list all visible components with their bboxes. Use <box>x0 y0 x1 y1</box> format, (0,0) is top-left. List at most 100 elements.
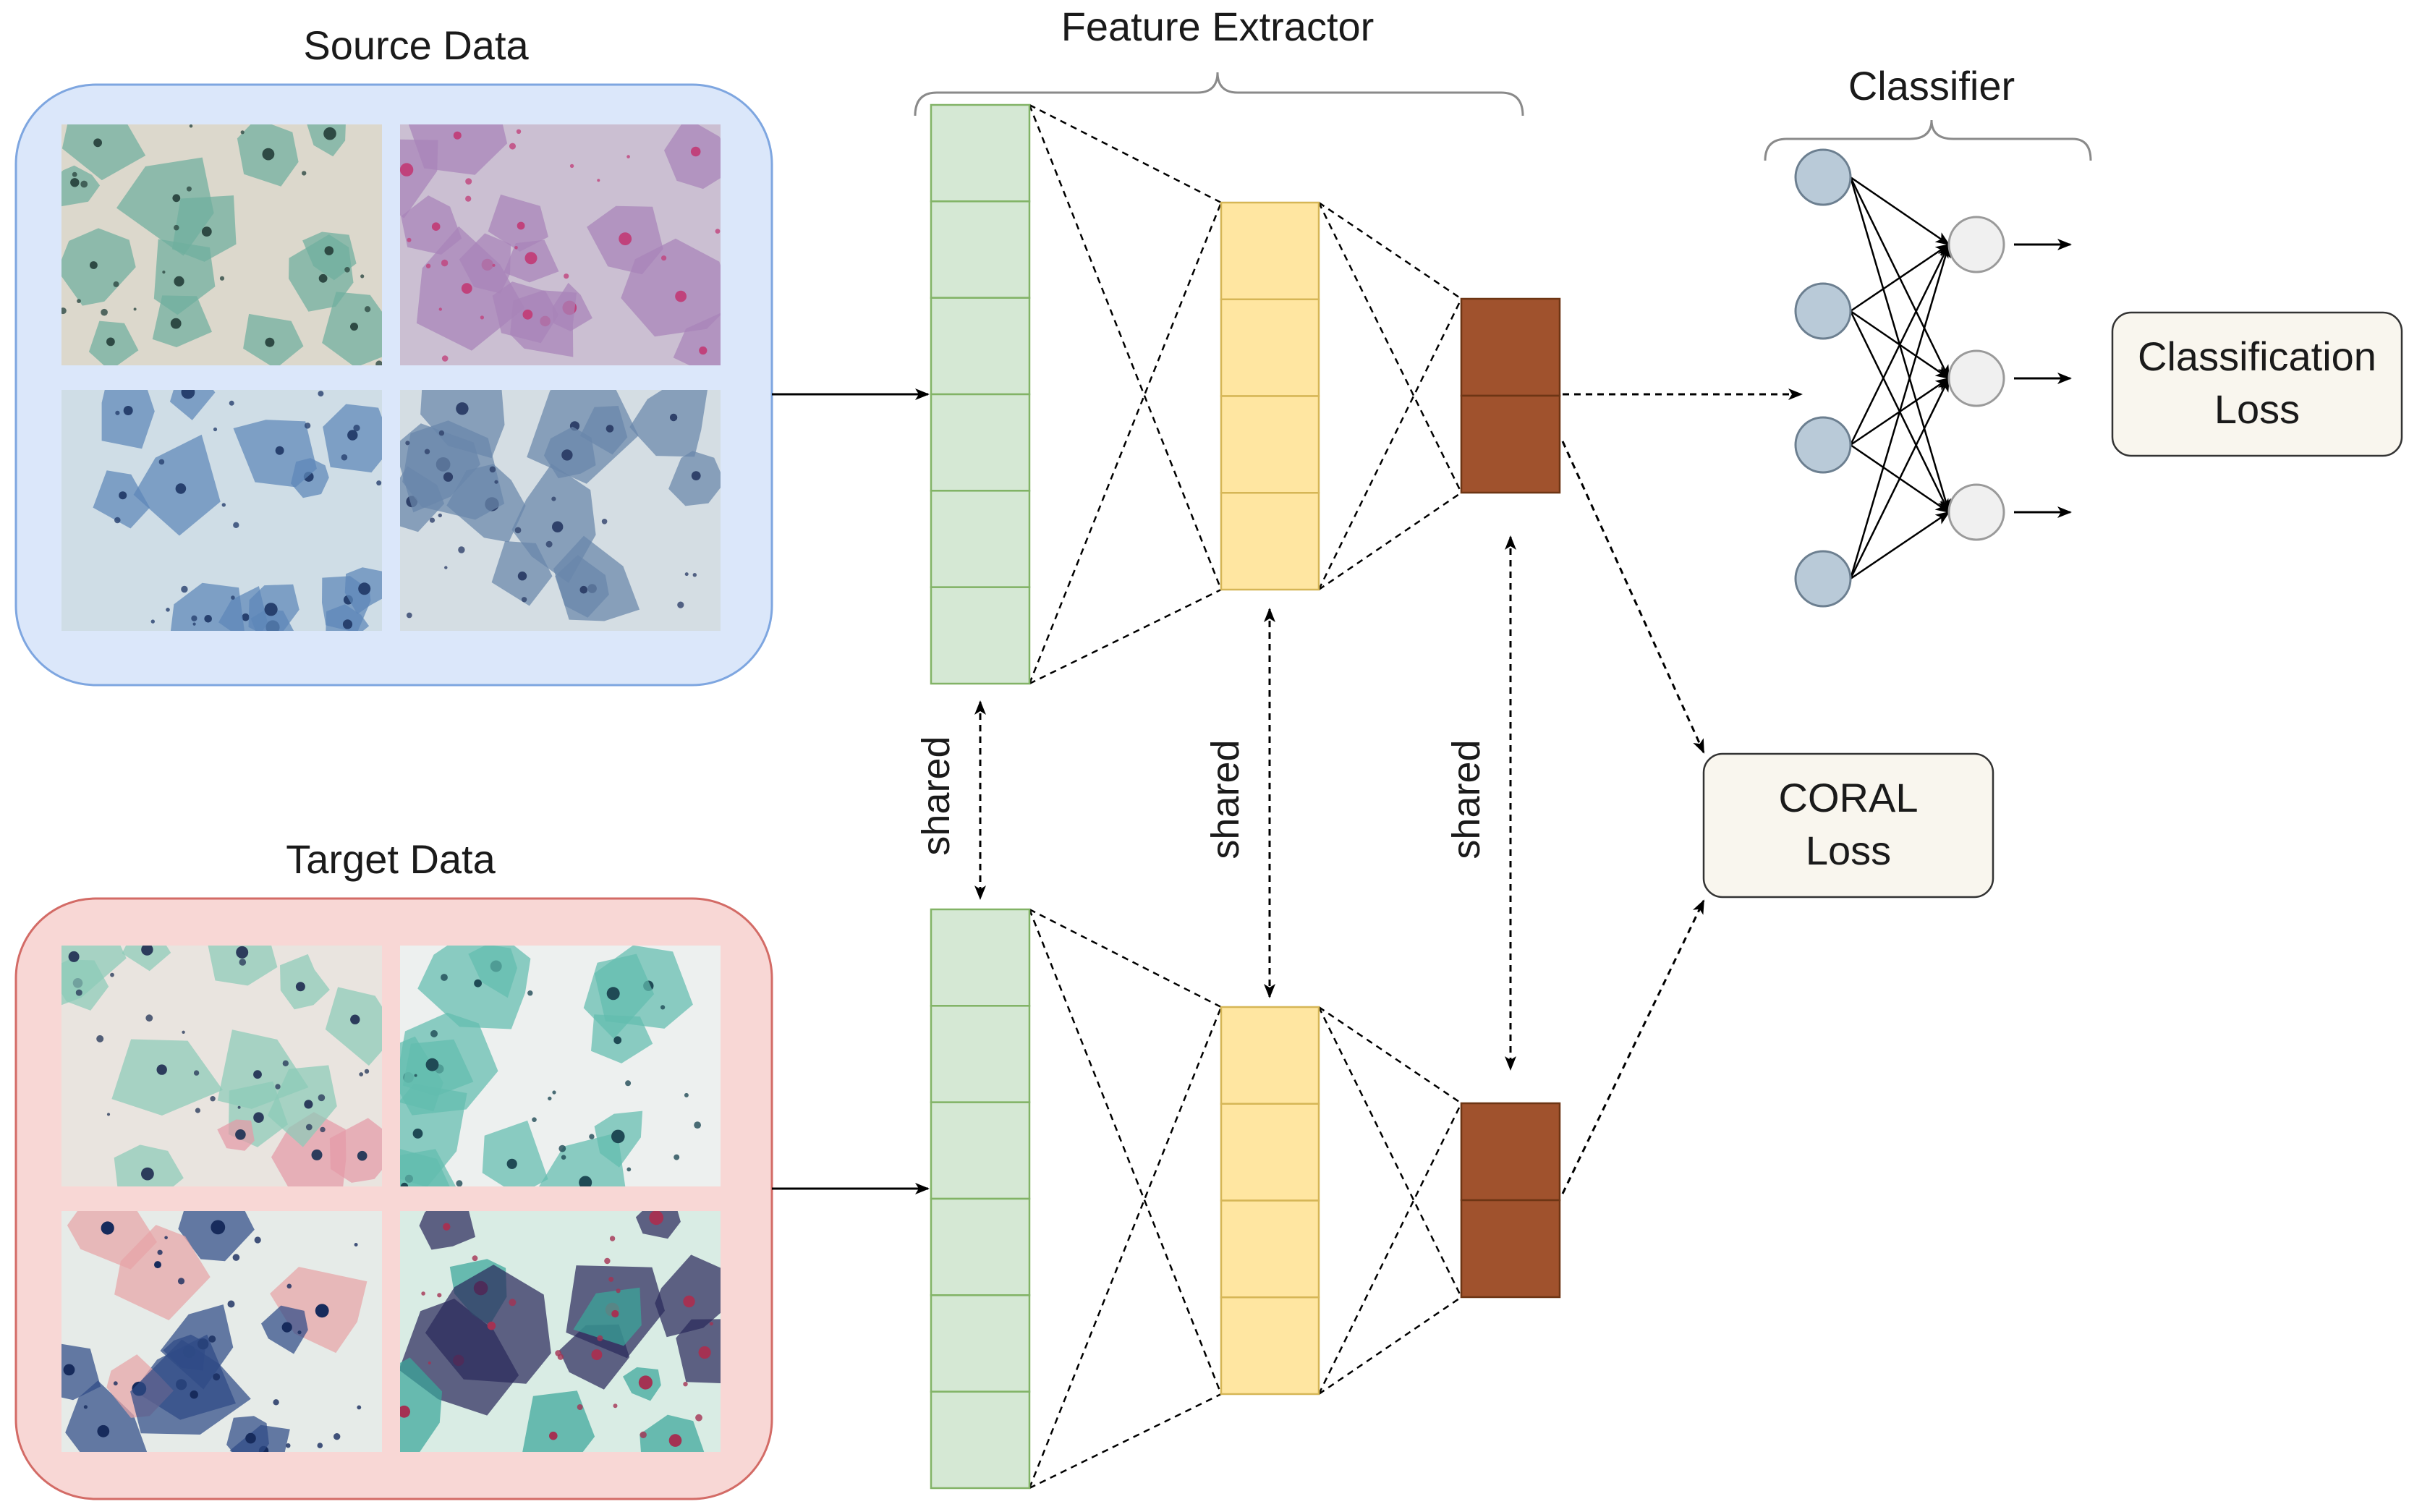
debris-dot <box>77 299 81 303</box>
cell-nucleus <box>275 446 284 455</box>
cell-shape <box>329 1118 382 1183</box>
source-link <box>1317 202 1463 493</box>
cell-nucleus <box>579 585 588 594</box>
cell-nucleus <box>698 1346 711 1359</box>
cell-nucleus <box>204 615 213 623</box>
cell-shape <box>420 390 505 459</box>
cell-nucleus <box>690 146 701 157</box>
cell-nucleus <box>552 521 564 532</box>
cell-shape <box>61 1343 101 1401</box>
source-layer3-cell <box>1460 394 1561 494</box>
target-tile-3 <box>61 1211 382 1452</box>
debris-dot <box>430 1029 438 1037</box>
debris-dot <box>364 306 371 313</box>
cell-nucleus <box>443 472 454 482</box>
cell-nucleus <box>456 402 469 415</box>
debris-dot <box>233 522 239 528</box>
cell-nucleus <box>264 603 278 616</box>
cell-shape <box>302 232 357 281</box>
cell-nucleus <box>106 337 115 347</box>
cell-nucleus <box>68 951 80 962</box>
cell-shape <box>153 239 216 315</box>
cell-nucleus <box>190 1390 198 1399</box>
cell-nucleus <box>524 252 538 265</box>
debris-dot <box>480 315 485 320</box>
debris-dot <box>286 1443 291 1448</box>
debris-dot <box>113 1381 118 1386</box>
debris-dot <box>407 237 412 242</box>
cell-nucleus <box>304 1100 313 1109</box>
target-layer2-cell <box>1220 1199 1320 1299</box>
debris-dot <box>441 355 449 362</box>
debris-dot <box>181 585 188 593</box>
feature-extractor-brace <box>914 72 1524 116</box>
debris-dot <box>195 1108 200 1113</box>
target-layer2 <box>1220 1006 1320 1396</box>
cell-nucleus <box>357 1150 367 1161</box>
debris-dot <box>677 601 684 608</box>
debris-dot <box>425 263 431 268</box>
debris-dot <box>317 1443 323 1448</box>
target-link <box>1317 1006 1463 1298</box>
debris-dot <box>441 259 449 267</box>
classifier-input-node <box>1794 282 1852 340</box>
debris-dot <box>406 612 412 619</box>
classifier-input-node <box>1794 550 1852 608</box>
cell-nucleus <box>253 1112 264 1123</box>
debris-dot <box>695 1414 702 1422</box>
cell-nucleus <box>443 1223 451 1231</box>
debris-dot <box>164 1236 168 1240</box>
debris-dot <box>640 1431 647 1439</box>
debris-dot <box>186 186 192 192</box>
target-tile-4 <box>400 1211 721 1452</box>
cell-shape <box>325 987 382 1066</box>
shared-label-layer1: shared <box>914 736 958 855</box>
cell-shape <box>178 1211 255 1262</box>
classifier-output-node <box>1947 349 2005 407</box>
cell-shape <box>130 1339 251 1435</box>
cell-shape <box>170 582 245 631</box>
debris-dot <box>709 1322 713 1326</box>
target-feature-branch <box>930 908 1561 1490</box>
coral-loss-box <box>1702 752 1994 899</box>
debris-dot <box>456 1180 463 1186</box>
debris-dot <box>441 974 448 981</box>
cell-nucleus <box>400 1405 410 1418</box>
debris-dot <box>286 1283 292 1289</box>
cell-nucleus <box>253 1070 262 1079</box>
debris-dot <box>232 1254 240 1261</box>
debris-dot <box>616 1129 620 1134</box>
source-layer1-cell <box>930 490 1031 588</box>
debris-dot <box>509 1299 517 1307</box>
debris-dot <box>304 422 311 429</box>
cell-shape <box>673 313 721 365</box>
source-layer1-cell <box>930 200 1031 299</box>
debris-dot <box>684 1092 689 1097</box>
debris-dot <box>661 255 667 261</box>
target-layer1-cell <box>930 1005 1031 1103</box>
debris-dot <box>626 155 630 158</box>
classification-loss-label-line1: Classification <box>2138 334 2376 379</box>
cell-nucleus <box>649 1211 664 1226</box>
shared-label-layer3: shared <box>1445 739 1488 859</box>
debris-dot <box>375 360 382 365</box>
debris-dot <box>282 1060 289 1067</box>
coral-loss-label-line1: CORAL <box>1779 775 1919 820</box>
source-data-title: Source Data <box>303 22 529 68</box>
debris-dot <box>333 1433 341 1440</box>
classifier-input-node <box>1794 148 1852 206</box>
cell-nucleus <box>606 425 614 433</box>
cell-shape <box>579 406 628 455</box>
cell-nucleus <box>613 1036 622 1045</box>
classifier-edge <box>1850 243 1950 313</box>
debris-dot <box>564 273 569 279</box>
debris-dot <box>625 1080 632 1087</box>
cell-nucleus <box>358 582 371 595</box>
cell-shape <box>114 1225 211 1320</box>
cell-nucleus <box>683 1295 695 1308</box>
debris-dot <box>275 1084 281 1090</box>
cell-nucleus <box>350 1014 360 1024</box>
debris-dot <box>157 1249 163 1255</box>
classifier-network <box>1794 148 2072 608</box>
debris-dot <box>597 179 600 182</box>
